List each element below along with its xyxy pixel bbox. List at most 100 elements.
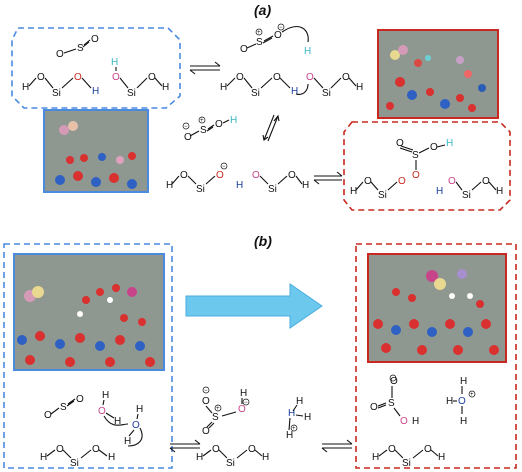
- svg-text:Si: Si: [226, 458, 235, 469]
- svg-text:Si: Si: [402, 458, 411, 469]
- svg-text:H: H: [196, 452, 203, 463]
- svg-text:H: H: [350, 186, 357, 197]
- svg-text:O: O: [424, 444, 432, 455]
- snapshot-a-product: [377, 29, 499, 119]
- svg-text:O: O: [202, 426, 210, 437]
- svg-text:−: −: [204, 388, 208, 394]
- svg-text:H: H: [496, 186, 503, 197]
- svg-text:H: H: [460, 376, 467, 387]
- svg-text:Si: Si: [268, 184, 277, 195]
- svg-text:O: O: [184, 132, 192, 143]
- svg-text:O: O: [238, 404, 246, 415]
- svg-text:O: O: [398, 176, 406, 187]
- svg-text:H: H: [220, 82, 227, 93]
- svg-text:S: S: [412, 150, 419, 161]
- svg-text:O: O: [482, 176, 490, 187]
- svg-text:H: H: [438, 452, 445, 463]
- svg-text:H: H: [236, 180, 243, 191]
- svg-text:O: O: [180, 170, 188, 181]
- svg-text:+: +: [470, 392, 474, 398]
- svg-text:H: H: [240, 388, 247, 399]
- svg-text:H: H: [92, 86, 99, 97]
- svg-text:O: O: [364, 176, 372, 187]
- reactant-so2-a: O S O: [56, 34, 99, 60]
- svg-text:O: O: [236, 72, 244, 83]
- svg-text:O: O: [98, 406, 106, 417]
- svg-text:−: −: [184, 124, 188, 130]
- svg-text:S: S: [256, 37, 263, 48]
- reactant-surface-a: H O Si O H H O Si O H: [22, 57, 169, 99]
- svg-text:−: −: [222, 164, 226, 170]
- svg-text:O: O: [132, 420, 140, 431]
- svg-text:H: H: [40, 452, 47, 463]
- svg-text:H: H: [288, 408, 295, 419]
- svg-text:H: H: [446, 138, 453, 149]
- svg-text:H: H: [304, 46, 311, 57]
- svg-text:S: S: [77, 43, 84, 54]
- svg-text:O: O: [215, 119, 223, 130]
- svg-text:H: H: [262, 452, 269, 463]
- svg-text:Si: Si: [52, 88, 61, 99]
- svg-text:H: H: [372, 452, 379, 463]
- svg-text:O: O: [112, 72, 120, 83]
- svg-text:O: O: [240, 44, 248, 55]
- svg-text:Si: Si: [378, 190, 387, 201]
- svg-text:H: H: [166, 180, 173, 191]
- panel-b-label: (b): [254, 233, 272, 249]
- product-a: O S O H O H O Si O H O Si O H: [350, 138, 503, 201]
- svg-text:O: O: [370, 402, 378, 413]
- intermediate1-a: O S O + − H H O Si O H O Si O H: [220, 23, 363, 99]
- reactant-box-a: [11, 27, 181, 109]
- svg-text:O: O: [252, 170, 260, 181]
- svg-text:S: S: [60, 402, 67, 413]
- svg-text:H: H: [286, 430, 293, 441]
- svg-text:O: O: [56, 444, 64, 455]
- svg-text:H: H: [114, 416, 121, 427]
- svg-text:O: O: [388, 444, 396, 455]
- product-b: O S O O H H O + H H H O Si O H: [370, 374, 476, 469]
- svg-text:O: O: [396, 138, 404, 149]
- svg-text:O: O: [448, 176, 456, 187]
- svg-text:O: O: [458, 396, 466, 407]
- svg-text:H: H: [446, 396, 453, 407]
- svg-text:Si: Si: [70, 458, 79, 469]
- svg-text:O: O: [273, 72, 281, 83]
- svg-text:O: O: [342, 72, 350, 83]
- svg-text:H: H: [302, 180, 309, 191]
- svg-text:H: H: [22, 82, 29, 93]
- svg-text:+: +: [216, 406, 220, 412]
- equilibrium-arrow-a2: [262, 114, 280, 142]
- svg-text:Si: Si: [251, 88, 260, 99]
- svg-text:H: H: [102, 390, 109, 401]
- svg-text:+: +: [292, 426, 296, 432]
- svg-text:H: H: [230, 115, 237, 126]
- svg-text:+: +: [200, 118, 204, 124]
- svg-text:Si: Si: [322, 88, 331, 99]
- product-box-a: [343, 121, 511, 211]
- progress-arrow-b: [185, 283, 323, 329]
- svg-text:O: O: [306, 72, 314, 83]
- svg-text:H: H: [162, 82, 169, 93]
- svg-text:O: O: [400, 416, 408, 427]
- svg-text:H: H: [291, 86, 298, 97]
- svg-text:H: H: [436, 186, 443, 197]
- svg-text:O: O: [91, 34, 99, 45]
- svg-text:+: +: [257, 30, 261, 36]
- svg-text:O: O: [37, 72, 45, 83]
- svg-text:H: H: [124, 436, 131, 447]
- svg-text:O: O: [92, 444, 100, 455]
- intermediate2-a: O S O H − + H O Si O − H O Si O H: [166, 115, 309, 195]
- intermediate-b: − O S + O H O − H H H H + H O Si O H: [196, 386, 311, 469]
- svg-text:Si: Si: [196, 184, 205, 195]
- equilibrium-arrow-b2: [321, 439, 353, 453]
- svg-text:S: S: [388, 398, 395, 409]
- equilibrium-arrow-a1: [189, 61, 221, 75]
- svg-text:O: O: [212, 444, 220, 455]
- svg-text:O: O: [412, 170, 420, 181]
- svg-text:H: H: [108, 452, 115, 463]
- reactant-b: O S O H O H H O H H O Si O H: [40, 390, 143, 469]
- svg-text:O: O: [430, 142, 438, 153]
- equilibrium-arrow-b1: [169, 439, 201, 453]
- snapshot-a-reactant: [43, 109, 149, 193]
